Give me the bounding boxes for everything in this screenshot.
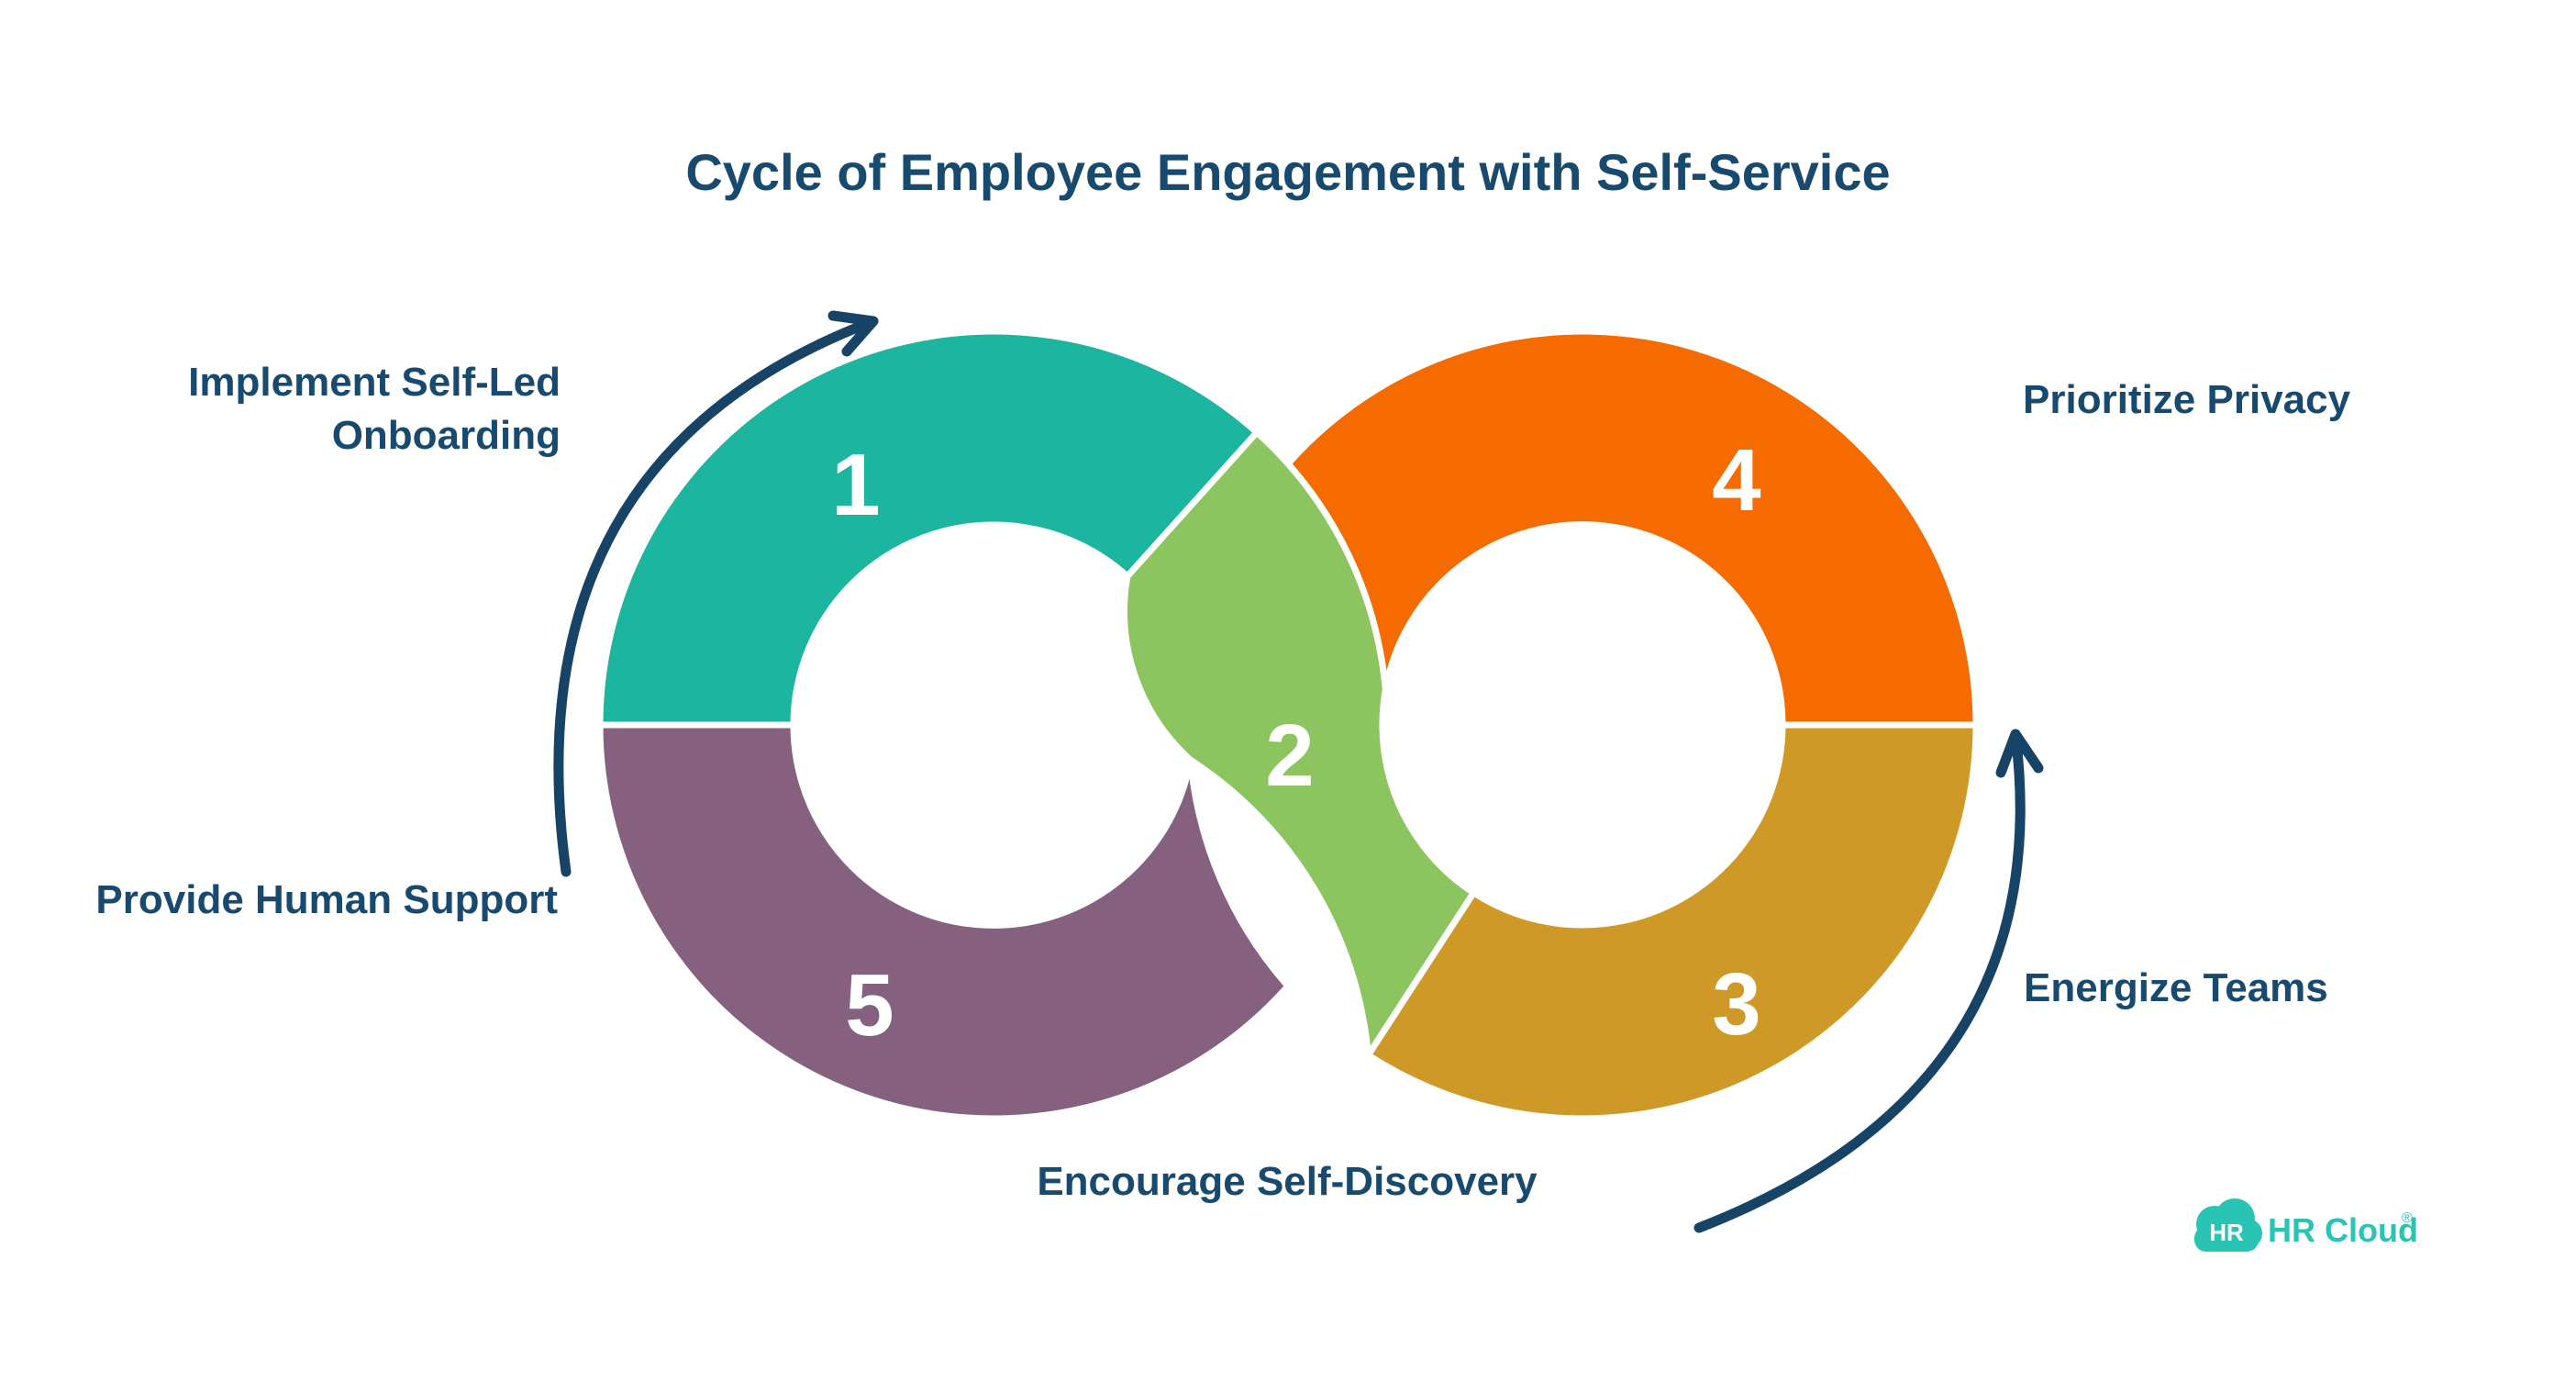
step-number-4: 4 xyxy=(1712,431,1760,529)
step-number-3: 3 xyxy=(1712,955,1760,1053)
step-label-2: Encourage Self-Discovery xyxy=(1037,1159,1538,1204)
hr-cloud-logo: HR HR Cloud ® xyxy=(2194,1198,2418,1252)
step-number-1: 1 xyxy=(831,436,880,534)
logo-brand-text: HR Cloud xyxy=(2268,1211,2418,1249)
step-label-3: Energize Teams xyxy=(2024,965,2328,1010)
segment-2-green xyxy=(1121,429,1477,1059)
segment-3-gold xyxy=(1364,721,1980,1122)
flow-arrow-top-left-head-icon xyxy=(827,310,879,357)
segment-5-purple xyxy=(596,721,1292,1122)
flow-arrow-bottom-right xyxy=(1693,729,2044,1233)
flow-arrow-top-left-shaft xyxy=(553,316,879,877)
step-label-1-line1: Implement Self-Led xyxy=(188,360,561,405)
logo-trademark: ® xyxy=(2402,1210,2413,1226)
step-label-1-line2: Onboarding xyxy=(332,413,561,458)
segment-1-teal xyxy=(596,328,1260,729)
step-label-5: Provide Human Support xyxy=(95,877,558,922)
page-title: Cycle of Employee Engagement with Self-S… xyxy=(685,143,1890,201)
step-label-1: Implement Self-Led Onboarding xyxy=(188,360,561,458)
flow-arrow-top-left xyxy=(553,310,879,877)
step-number-2: 2 xyxy=(1265,707,1314,805)
cloud-icon xyxy=(2194,1198,2262,1252)
step-number-5: 5 xyxy=(845,956,894,1054)
step-label-4: Prioritize Privacy xyxy=(2023,377,2351,422)
flow-arrow-bottom-right-head-icon xyxy=(1995,729,2044,778)
segment-4-orange xyxy=(1284,328,1980,729)
logo-hr-monogram: HR xyxy=(2209,1219,2244,1246)
flow-arrow-bottom-right-shaft xyxy=(1693,729,2026,1233)
